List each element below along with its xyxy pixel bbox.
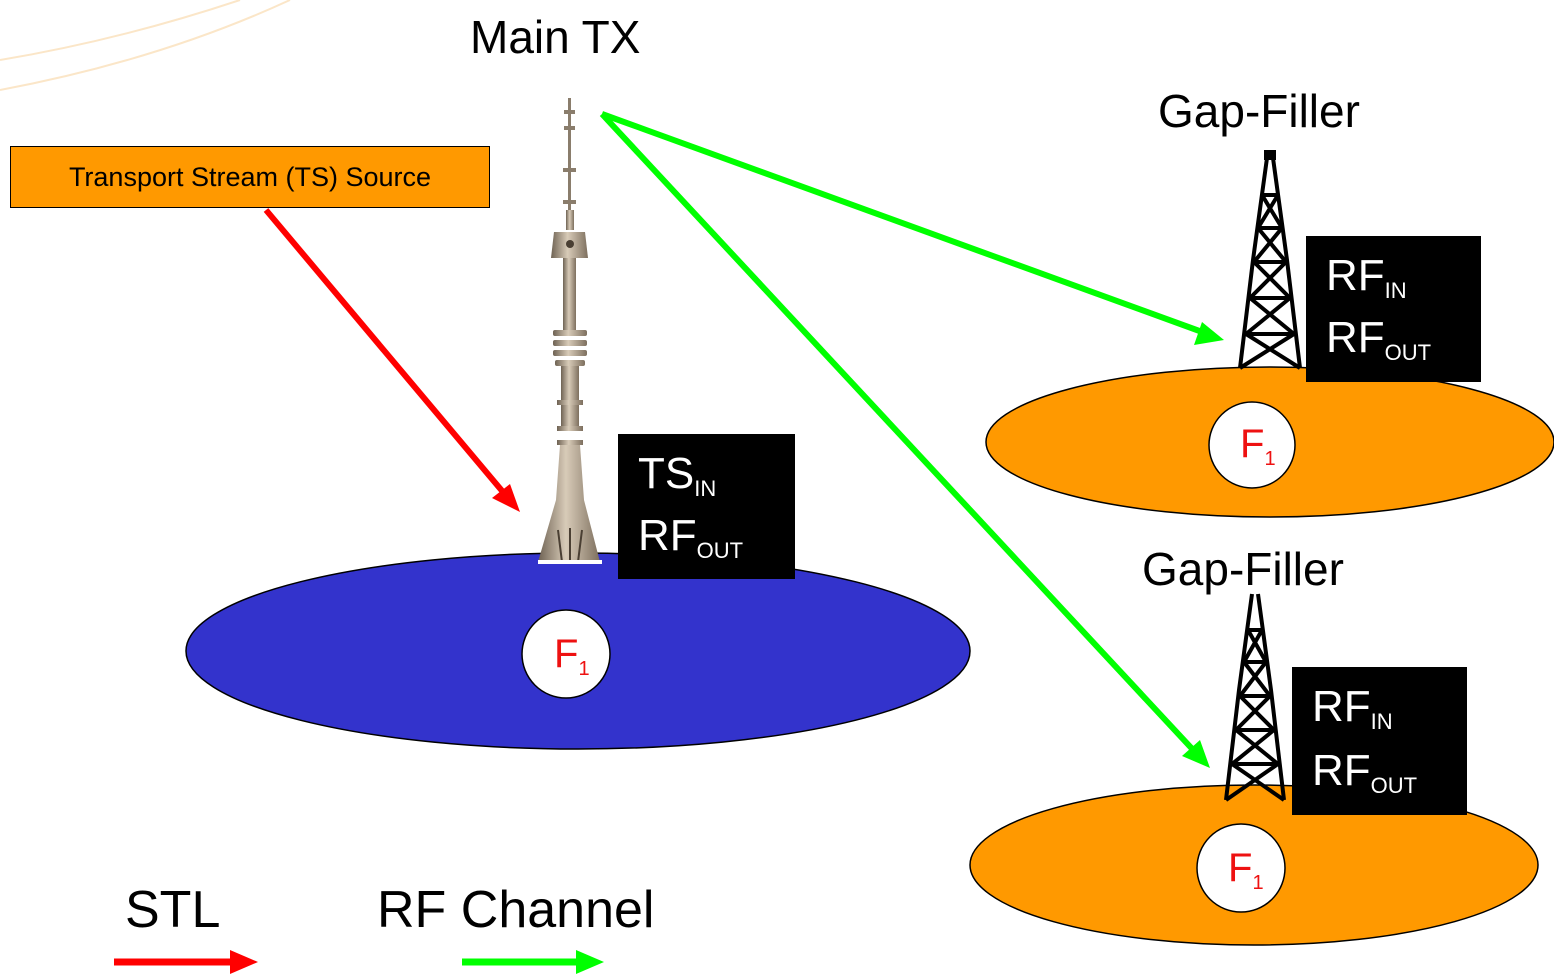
- broadcast-tower-icon: [538, 98, 602, 564]
- main-frequency-circle: [521, 609, 611, 699]
- legend-rf-channel-arrow: [462, 950, 604, 974]
- gap-filler-2-frequency-circle: [1196, 823, 1286, 913]
- main-tx-input: TSIN: [638, 449, 717, 501]
- gap-filler-1-output: RFOUT: [1326, 313, 1432, 365]
- rf-channel-arrow-to-gap-filler-2: [599, 111, 1210, 768]
- gap-filler-1-tower-icon: [1238, 150, 1302, 370]
- legend-stl-arrow: [114, 950, 258, 974]
- gap-filler-2-frequency-label: F1: [1228, 846, 1264, 894]
- gap-filler-1-title: Gap-Filler: [1158, 85, 1360, 137]
- gap-filler-2-tower-icon: [1224, 593, 1286, 802]
- rf-channel-arrow-to-gap-filler-1: [600, 111, 1224, 345]
- gap-filler-2-input: RFIN: [1312, 682, 1393, 734]
- gap-filler-2-output: RFOUT: [1312, 746, 1418, 798]
- gap-filler-1-frequency-label: F1: [1240, 422, 1276, 470]
- gap-filler-1-frequency-circle: [1208, 401, 1296, 489]
- main-tx-title: Main TX: [470, 11, 641, 63]
- main-tx-output: RFOUT: [638, 511, 744, 563]
- ts-source-label: Transport Stream (TS) Source: [68, 161, 432, 192]
- ts-source-box: Transport Stream (TS) Source: [10, 146, 490, 208]
- gap-filler-1-input: RFIN: [1326, 251, 1407, 303]
- gap-filler-1-io-box: RFIN RFOUT: [1306, 236, 1481, 382]
- legend-stl-label: STL: [125, 881, 221, 939]
- background-arcs: [0, 0, 291, 91]
- stl-link-arrow: [263, 208, 520, 512]
- legend-rf-channel-label: RF Channel: [377, 881, 655, 939]
- gap-filler-2-title: Gap-Filler: [1142, 543, 1344, 595]
- gap-filler-2-io-box: RFIN RFOUT: [1292, 667, 1467, 815]
- main-frequency-label: F1: [554, 632, 590, 680]
- main-tx-io-box: TSIN RFOUT: [618, 434, 795, 579]
